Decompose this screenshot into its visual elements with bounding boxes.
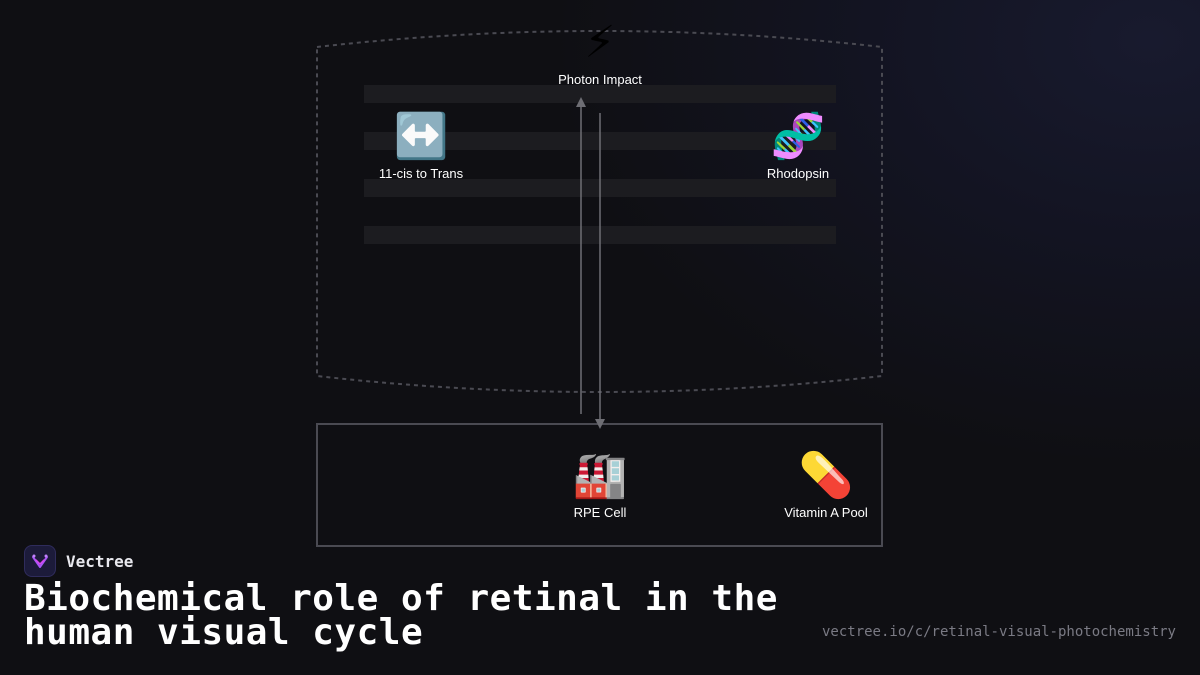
disc-stripe [364,85,836,103]
node-label: RPE Cell [573,505,627,520]
left-right-arrow-icon: ↔️ [393,112,449,161]
source-url[interactable]: vectree.io/c/retinal-visual-photochemist… [821,624,1176,640]
pill-icon: 💊 [798,451,854,500]
factory-icon: 🏭 [572,451,628,500]
dna-icon: 🧬 [770,112,826,161]
vectree-logo-icon [24,545,56,577]
node-photon-impact: ⚡ Photon Impact [520,18,680,88]
brand[interactable]: Vectree [24,544,133,578]
node-rpe-cell: 🏭 RPE Cell [520,451,680,521]
brand-name: Vectree [66,551,134,571]
node-label: Photon Impact [558,72,642,87]
node-label: 11-cis to Trans [378,166,464,181]
node-vitamin-a-pool: 💊 Vitamin A Pool [746,451,906,521]
node-rhodopsin: 🧬 Rhodopsin [718,112,878,182]
page-title: Biochemical role of retinal in the human… [24,578,778,653]
node-label: Rhodopsin [766,166,830,181]
lightning-icon: ⚡ [584,18,616,67]
node-isomerization: ↔️ 11-cis to Trans [341,112,501,182]
node-label: Vitamin A Pool [784,505,868,520]
